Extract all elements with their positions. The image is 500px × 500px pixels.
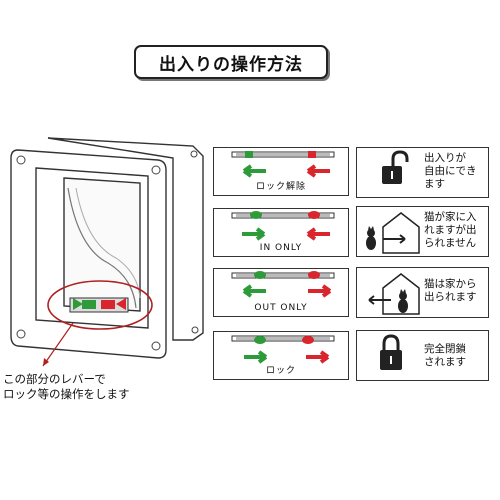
mode-panel-unlocked: ロック解除: [213, 147, 349, 196]
lever-diagram: [231, 335, 335, 364]
green-arrow-right-icon: [244, 350, 268, 364]
red-arrow-left-icon: [306, 164, 330, 178]
red-arrow-left-icon: [306, 227, 330, 241]
info-panel-in-only: 猫が家に入 れますが出 られません: [356, 206, 489, 257]
cat-leaving-house-icon: [368, 273, 420, 315]
locked-padlock-icon: [380, 334, 402, 370]
info-panel-out-only: 猫は家から 出られます: [356, 267, 489, 318]
mode-label: ロック解除: [255, 182, 306, 192]
mode-label: OUT ONLY: [254, 303, 308, 313]
page-title: 出入りの操作方法: [134, 45, 328, 79]
cat-entering-house-icon: [366, 212, 420, 254]
red-arrow-right-icon: [306, 350, 330, 364]
lever-diagram: [231, 271, 335, 298]
mode-label: ロック: [265, 366, 296, 376]
cat-flap-door-illustration: [10, 137, 204, 367]
green-arrow-left-icon: [242, 164, 266, 178]
mode-panel-in-only: IN ONLY: [213, 208, 349, 257]
lever-diagram: [231, 151, 335, 178]
info-panel-lock: 完全閉鎖 されます: [356, 330, 489, 381]
green-arrow-right-icon: [242, 227, 266, 241]
info-panel-unlocked: 出入りが 自由にでき ます: [356, 147, 489, 198]
lever-caption: この部分のレバーで ロック等の操作をします: [3, 372, 130, 401]
green-arrow-left-icon: [242, 284, 266, 298]
red-arrow-right-icon: [308, 284, 332, 298]
mode-panel-lock: ロック: [213, 331, 349, 380]
mode-label: IN ONLY: [259, 243, 303, 253]
unlocked-padlock-icon: [382, 150, 409, 184]
lever-diagram: [231, 211, 335, 241]
mode-panel-out-only: OUT ONLY: [213, 268, 349, 317]
